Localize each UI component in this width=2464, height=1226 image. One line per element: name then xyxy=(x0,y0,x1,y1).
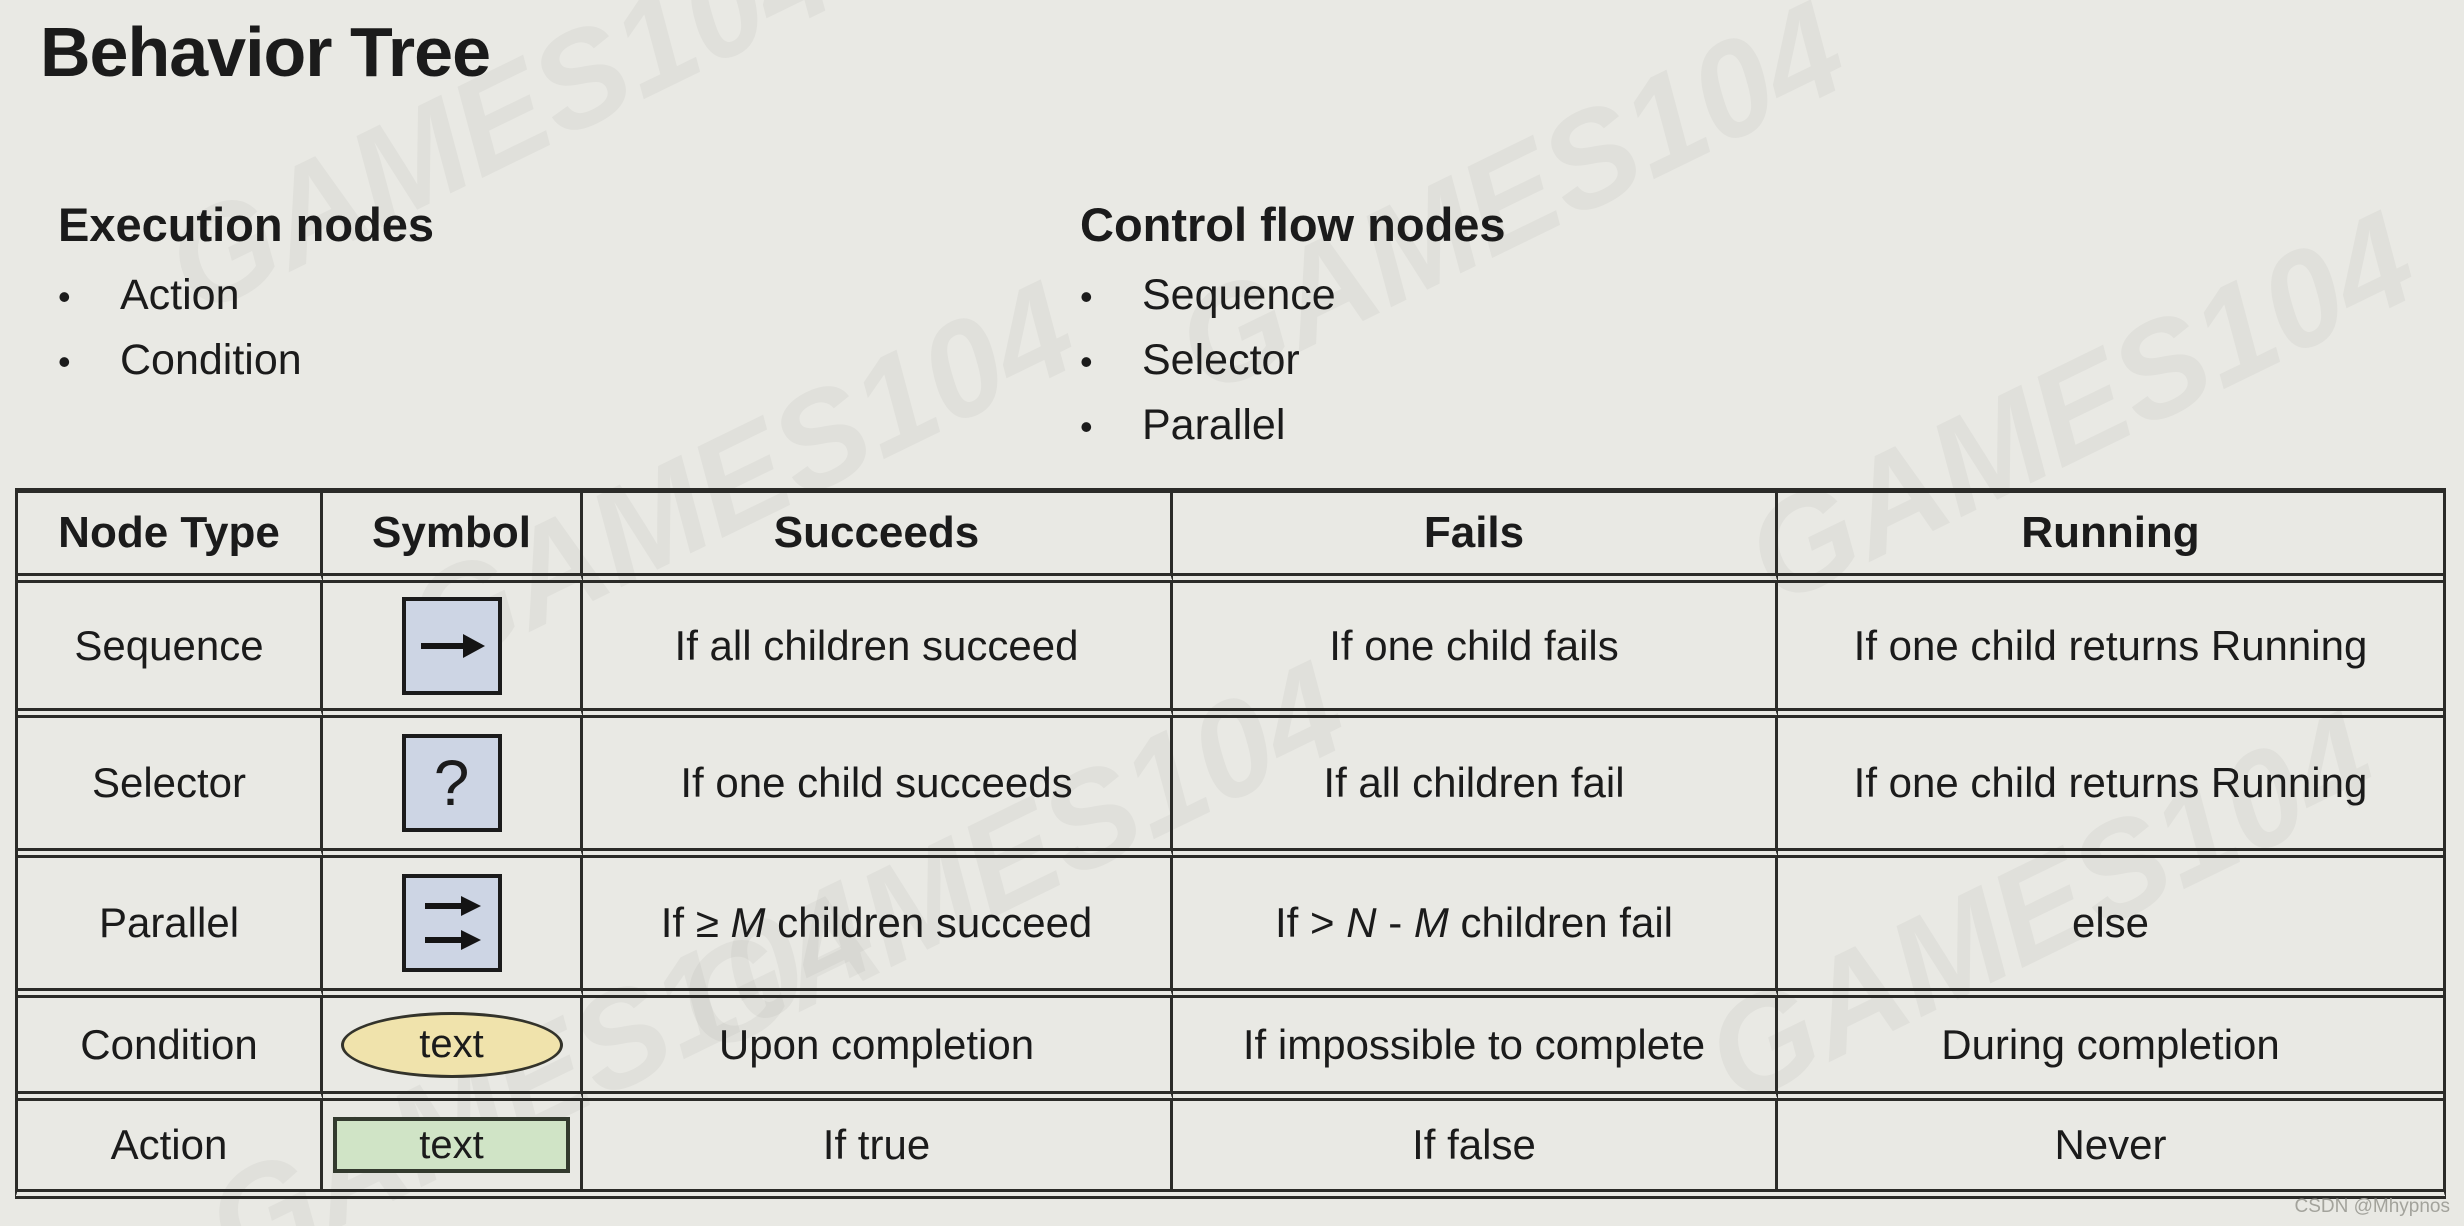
cell-action-running: Never xyxy=(2054,1121,2167,1168)
column-header-succeeds: Succeeds xyxy=(583,493,1173,583)
list-item: • Action xyxy=(58,274,434,317)
cell-action-succeeds: If true xyxy=(583,1101,1173,1189)
control-flow-nodes-list: • Sequence • Selector • Parallel xyxy=(1080,274,1506,447)
bullet-icon: • xyxy=(1080,406,1093,448)
list-item-label: Action xyxy=(120,271,240,320)
cell-selector-fails: If all children fail xyxy=(1173,718,1778,858)
cell-selector-symbol: ? xyxy=(323,718,583,858)
cell-action-fails: If false xyxy=(1173,1101,1778,1189)
column-header-running: Running xyxy=(1778,493,2443,583)
list-item: • Parallel xyxy=(1080,404,1506,447)
cell-sequence-succeeds: If all children succeed xyxy=(583,583,1173,718)
list-item-label: Parallel xyxy=(1142,401,1286,450)
selector-question-mark-icon: ? xyxy=(401,734,502,832)
cell-parallel-running: else xyxy=(1778,858,2443,998)
list-item: • Sequence xyxy=(1080,274,1506,317)
cell-parallel-node-type: Parallel xyxy=(18,858,323,998)
execution-nodes-heading: Execution nodes xyxy=(58,198,435,251)
cell-action-symbol: text xyxy=(323,1101,583,1189)
cell-sequence-node-type: Sequence xyxy=(18,583,323,718)
parallel-succeeds-text: If ≥ M children succeed xyxy=(660,899,1093,946)
question-mark-glyph: ? xyxy=(433,747,470,819)
cell-condition-fails: If impossible to complete xyxy=(1173,998,1778,1101)
cell-condition-symbol: text xyxy=(323,998,583,1101)
csdn-credit-watermark: CSDN @Mhypnos xyxy=(2294,1196,2451,1217)
execution-nodes-section: Execution nodes • Action • Condition xyxy=(58,198,434,382)
list-item-label: Selector xyxy=(1142,336,1300,385)
condition-symbol-label: text xyxy=(419,1022,484,1066)
list-item: • Selector xyxy=(1080,339,1506,382)
parallel-fails-text: If > N - M children fail xyxy=(1275,899,1673,946)
cell-condition-succeeds: Upon completion xyxy=(583,998,1173,1101)
list-item-label: Condition xyxy=(120,336,302,385)
cell-selector-node-type: Selector xyxy=(18,718,323,858)
double-right-arrow-glyph xyxy=(424,896,481,950)
column-header-symbol: Symbol xyxy=(323,493,583,583)
cell-sequence-symbol xyxy=(323,583,583,718)
column-header-fails: Fails xyxy=(1173,493,1778,583)
cell-condition-node-type: Condition xyxy=(18,998,323,1101)
cell-sequence-running: If one child returns Running xyxy=(1778,583,2443,718)
cell-parallel-symbol xyxy=(323,858,583,998)
sequence-right-arrow-icon xyxy=(401,596,502,695)
cell-parallel-fails: If > N - M children fail xyxy=(1173,858,1778,998)
action-symbol-label: text xyxy=(419,1122,484,1167)
cell-condition-running: During completion xyxy=(1778,998,2443,1101)
condition-ellipse-icon: text xyxy=(340,1011,563,1078)
cell-sequence-fails: If one child fails xyxy=(1173,583,1778,718)
parallel-double-arrow-icon xyxy=(401,874,502,972)
control-flow-nodes-section: Control flow nodes • Sequence • Selector… xyxy=(1080,198,1506,447)
bullet-icon: • xyxy=(58,341,71,383)
action-rectangle-icon: text xyxy=(333,1117,570,1173)
right-arrow-glyph xyxy=(420,633,485,658)
list-item: • Condition xyxy=(58,339,434,382)
bullet-icon: • xyxy=(1080,341,1093,383)
cell-selector-succeeds: If one child succeeds xyxy=(583,718,1173,858)
bullet-icon: • xyxy=(58,276,71,318)
cell-parallel-succeeds: If ≥ M children succeed xyxy=(583,858,1173,998)
page-title: Behavior Tree xyxy=(40,13,491,91)
execution-nodes-list: • Action • Condition xyxy=(58,274,434,382)
control-flow-nodes-heading: Control flow nodes xyxy=(1080,198,1506,251)
cell-selector-running: If one child returns Running xyxy=(1778,718,2443,858)
bullet-icon: • xyxy=(1080,276,1093,318)
cell-action-node-type: Action xyxy=(18,1101,323,1189)
column-header-node-type: Node Type xyxy=(18,493,323,583)
behavior-tree-table: Node Type Symbol Succeeds Fails Running … xyxy=(15,488,2446,1199)
list-item-label: Sequence xyxy=(1142,271,1336,320)
